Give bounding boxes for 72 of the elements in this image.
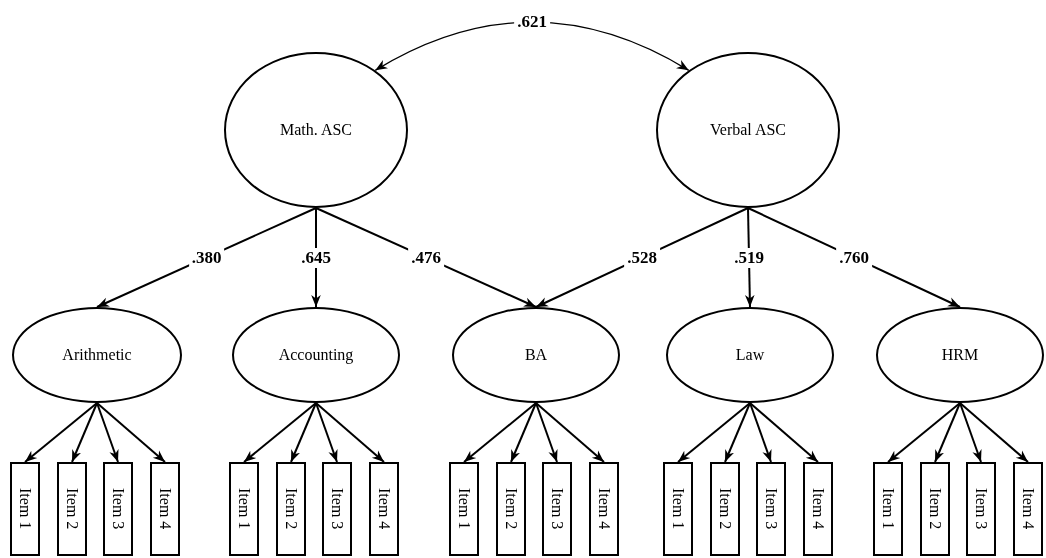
factor-label: HRM	[941, 346, 979, 364]
path-arrow	[535, 402, 558, 463]
item-label: Item 2	[502, 488, 520, 530]
item-label: Item 4	[595, 488, 613, 530]
path-arrow	[934, 402, 961, 463]
indicator-box	[150, 462, 180, 556]
indicator-box	[756, 462, 786, 556]
covariance-arrow	[374, 21, 690, 71]
item-label: Item 1	[16, 488, 34, 530]
factor-label: Math. ASC	[280, 121, 352, 139]
factor-label: Accounting	[278, 346, 354, 364]
edge-label: .476	[408, 247, 444, 268]
path-arrow	[96, 402, 119, 463]
factor-label: Verbal ASC	[710, 121, 786, 139]
indicator-box	[803, 462, 833, 556]
item-label: Item 4	[156, 488, 174, 530]
path-arrow	[243, 402, 317, 463]
path-arrow	[749, 402, 819, 463]
path-arrow	[315, 402, 385, 463]
indicator-box	[449, 462, 479, 556]
item-label: Item 1	[879, 488, 897, 530]
path-arrow	[315, 402, 338, 463]
item-label: Item 3	[548, 488, 566, 530]
indicator-box	[369, 462, 399, 556]
item-label: Item 2	[282, 488, 300, 530]
indicator-box	[663, 462, 693, 556]
item-label: Item 2	[926, 488, 944, 530]
factor-label: Arithmetic	[62, 346, 132, 364]
path-arrow	[749, 402, 772, 463]
path-arrow	[71, 402, 98, 463]
item-label: Item 3	[972, 488, 990, 530]
item-label: Item 3	[762, 488, 780, 530]
item-label: Item 2	[716, 488, 734, 530]
indicator-box	[710, 462, 740, 556]
factor-label: Law	[735, 346, 765, 364]
path-arrow	[887, 402, 961, 463]
indicator-box	[873, 462, 903, 556]
item-label: Item 3	[109, 488, 127, 530]
path-arrow	[959, 402, 982, 463]
path-arrow	[535, 402, 605, 463]
edge-label: .528	[624, 247, 660, 268]
item-label: Item 1	[669, 488, 687, 530]
path-arrow	[96, 402, 166, 463]
item-label: Item 4	[809, 488, 827, 530]
path-arrow	[677, 402, 751, 463]
indicator-box	[322, 462, 352, 556]
indicator-box	[57, 462, 87, 556]
edge-label: .760	[836, 247, 872, 268]
indicator-box	[1013, 462, 1043, 556]
path-arrow	[510, 402, 537, 463]
indicator-box	[276, 462, 306, 556]
indicator-box	[966, 462, 996, 556]
indicator-box	[920, 462, 950, 556]
indicator-box	[542, 462, 572, 556]
indicator-box	[229, 462, 259, 556]
path-arrow	[959, 402, 1029, 463]
indicator-box	[10, 462, 40, 556]
path-arrow	[463, 402, 537, 463]
indicator-box	[103, 462, 133, 556]
item-label: Item 1	[235, 488, 253, 530]
indicator-box	[589, 462, 619, 556]
path-arrow	[290, 402, 317, 463]
path-arrow	[24, 402, 98, 463]
item-label: Item 4	[1019, 488, 1037, 530]
factor-label: BA	[524, 346, 548, 364]
item-label: Item 1	[455, 488, 473, 530]
item-label: Item 4	[375, 488, 393, 530]
item-label: Item 3	[328, 488, 346, 530]
item-label: Item 2	[63, 488, 81, 530]
indicator-box	[496, 462, 526, 556]
path-arrow	[724, 402, 751, 463]
edge-label: .380	[188, 247, 225, 268]
